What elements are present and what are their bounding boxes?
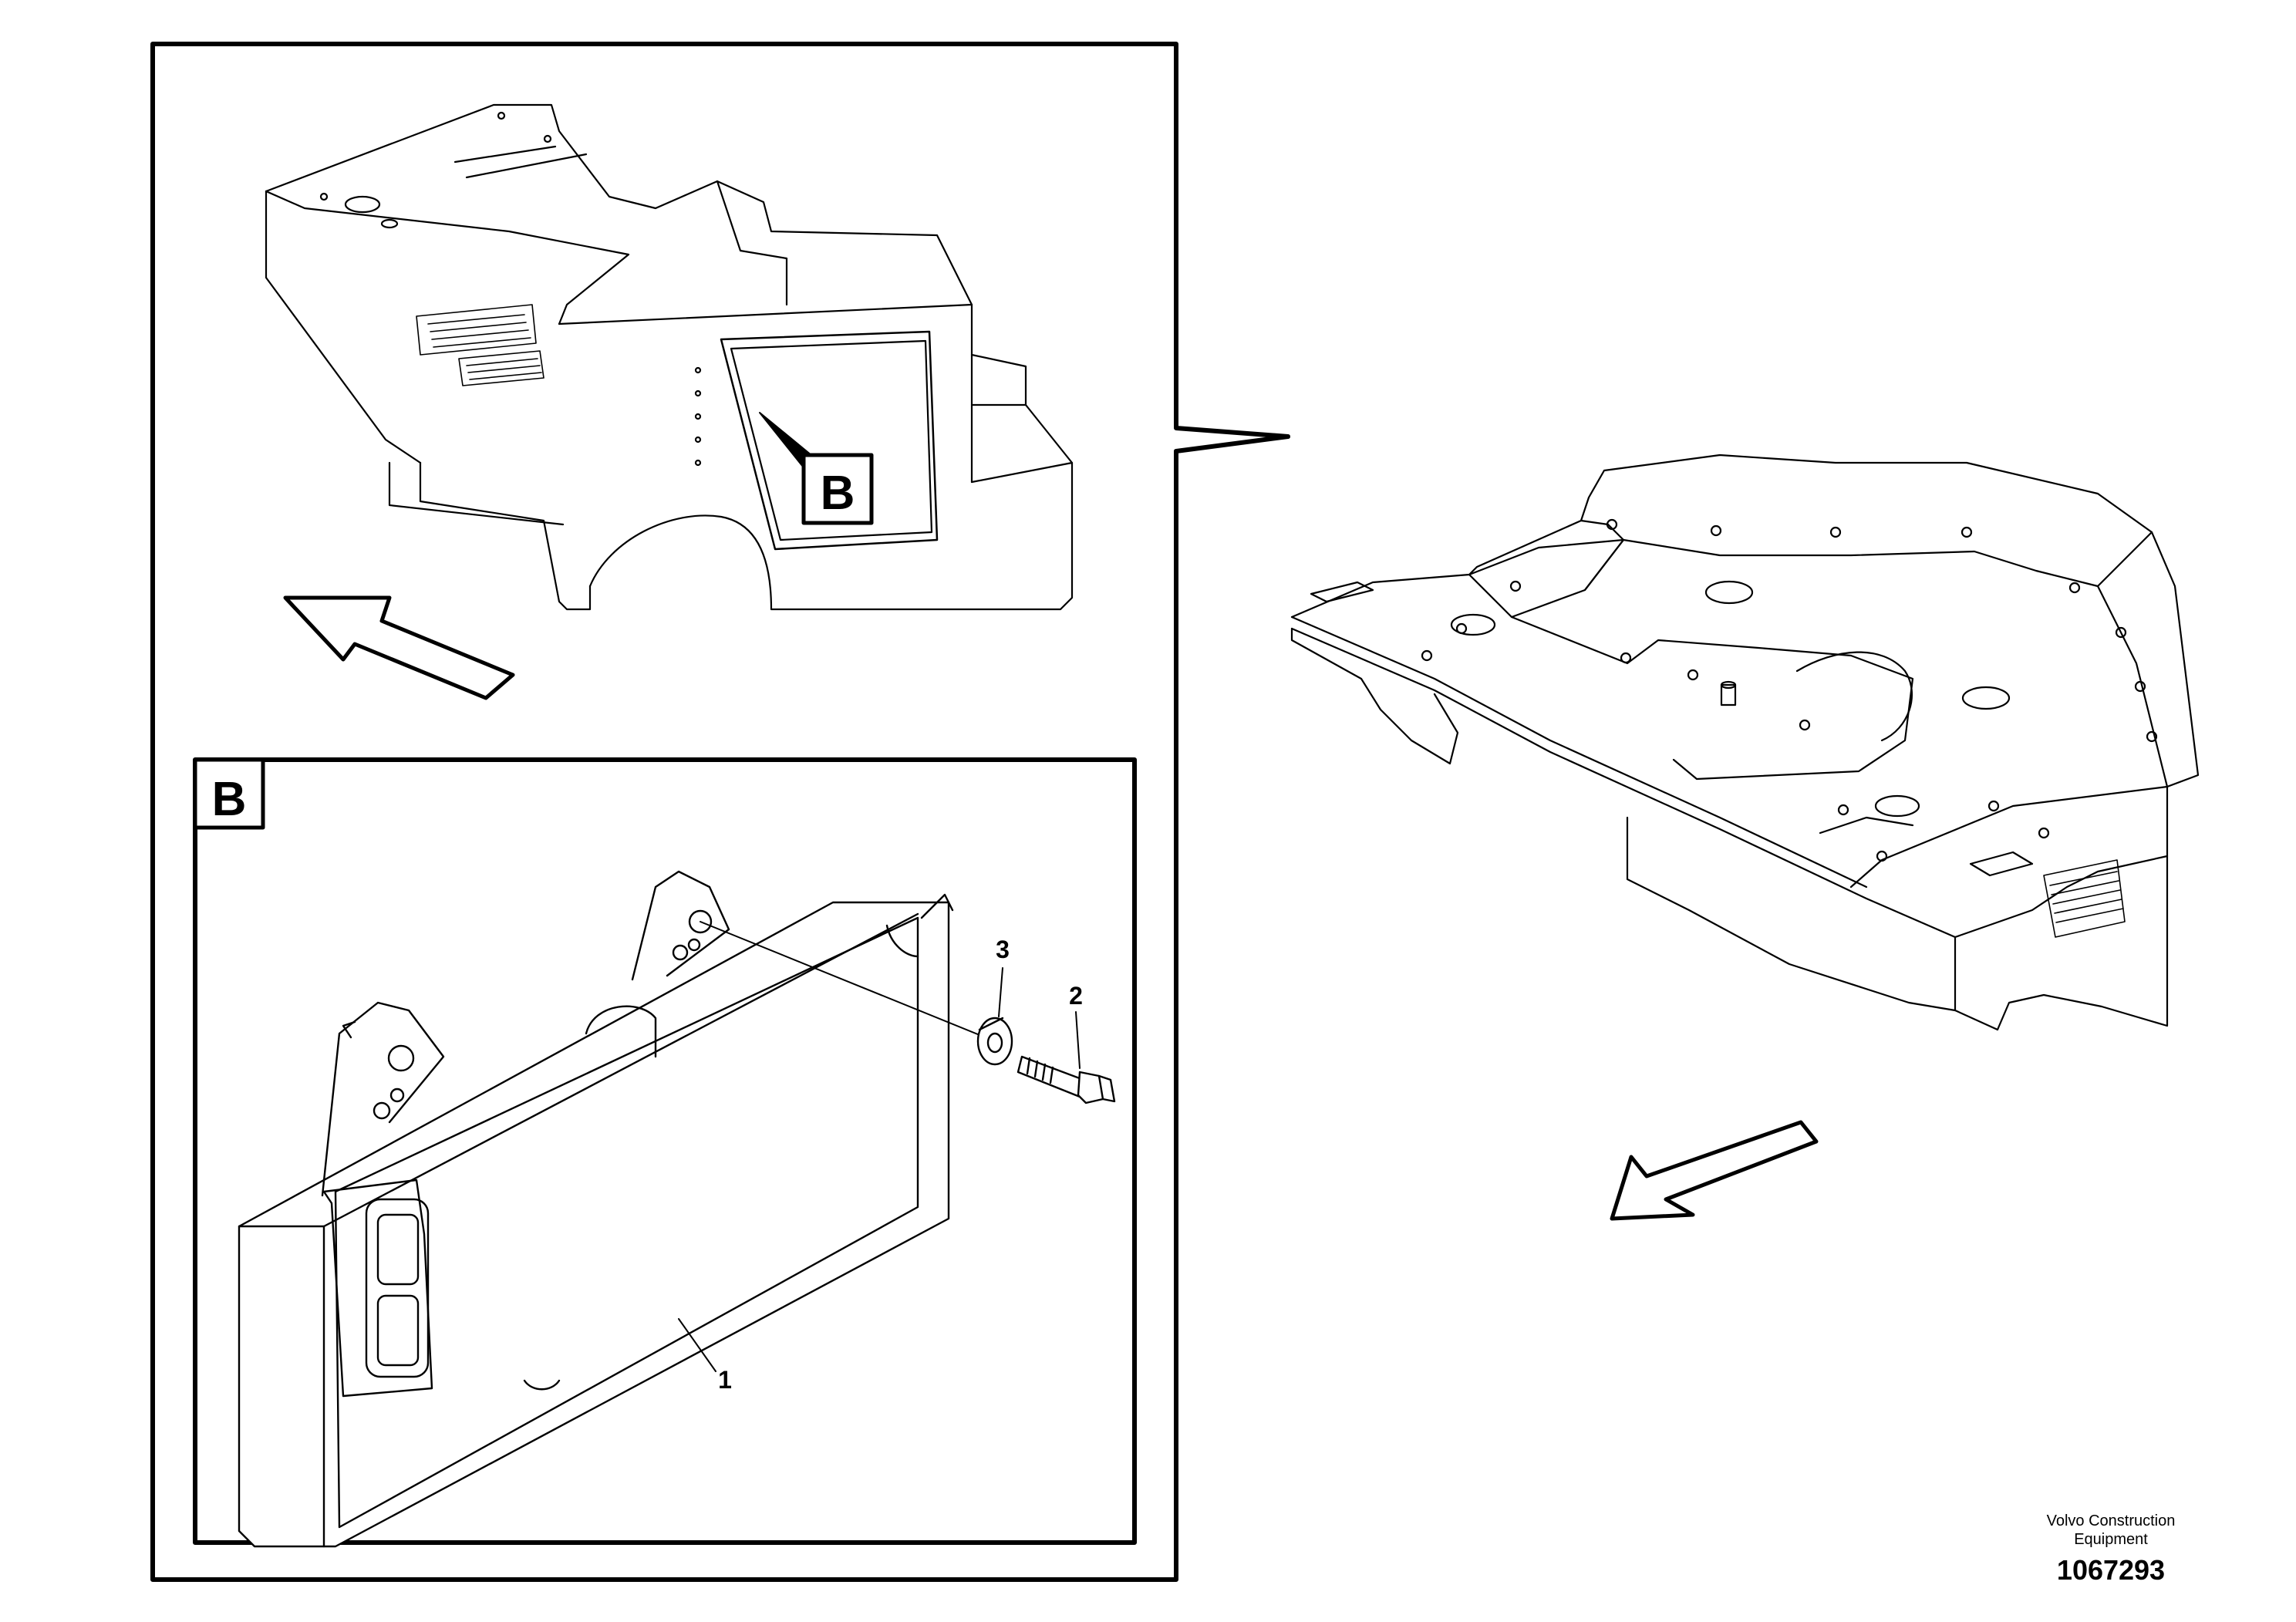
detail-marker-label: B bbox=[821, 467, 855, 520]
control-unit-drawing bbox=[238, 870, 954, 1548]
frame-bolts bbox=[1421, 518, 2158, 862]
drawing-number: 1067293 bbox=[2056, 1554, 2166, 1586]
callout-3: 3 bbox=[996, 936, 1010, 1017]
rear-direction-arrow bbox=[1610, 1120, 1819, 1221]
callout-1: 1 bbox=[678, 1318, 732, 1394]
company-name-line1: Volvo Construction bbox=[2046, 1512, 2176, 1529]
callout-label-3: 3 bbox=[996, 936, 1010, 963]
detail-marker-b: B bbox=[759, 412, 874, 525]
drawing-footer: Volvo Construction Equipment 1067293 bbox=[2011, 1512, 2211, 1587]
assembly-line bbox=[700, 921, 996, 1042]
frame-step-grille bbox=[2043, 859, 2126, 938]
company-name-line2: Equipment bbox=[2074, 1531, 2148, 1548]
mounting-bracket-left bbox=[321, 1001, 445, 1197]
frame-overview-drawing bbox=[1290, 454, 2200, 1031]
mounting-bracket-right bbox=[631, 870, 730, 981]
forward-direction-arrow bbox=[283, 595, 515, 700]
callout-label-1: 1 bbox=[718, 1366, 732, 1394]
bolt-drawing bbox=[1017, 1055, 1116, 1104]
hole-row bbox=[694, 366, 702, 467]
callout-2: 2 bbox=[1069, 982, 1083, 1069]
connector bbox=[322, 1179, 433, 1398]
step-grille bbox=[416, 304, 544, 386]
callout-label-2: 2 bbox=[1069, 982, 1083, 1010]
upper-structure-drawing bbox=[265, 103, 1074, 611]
washer-drawing bbox=[976, 1017, 1013, 1066]
detail-view-label: B bbox=[212, 773, 247, 826]
